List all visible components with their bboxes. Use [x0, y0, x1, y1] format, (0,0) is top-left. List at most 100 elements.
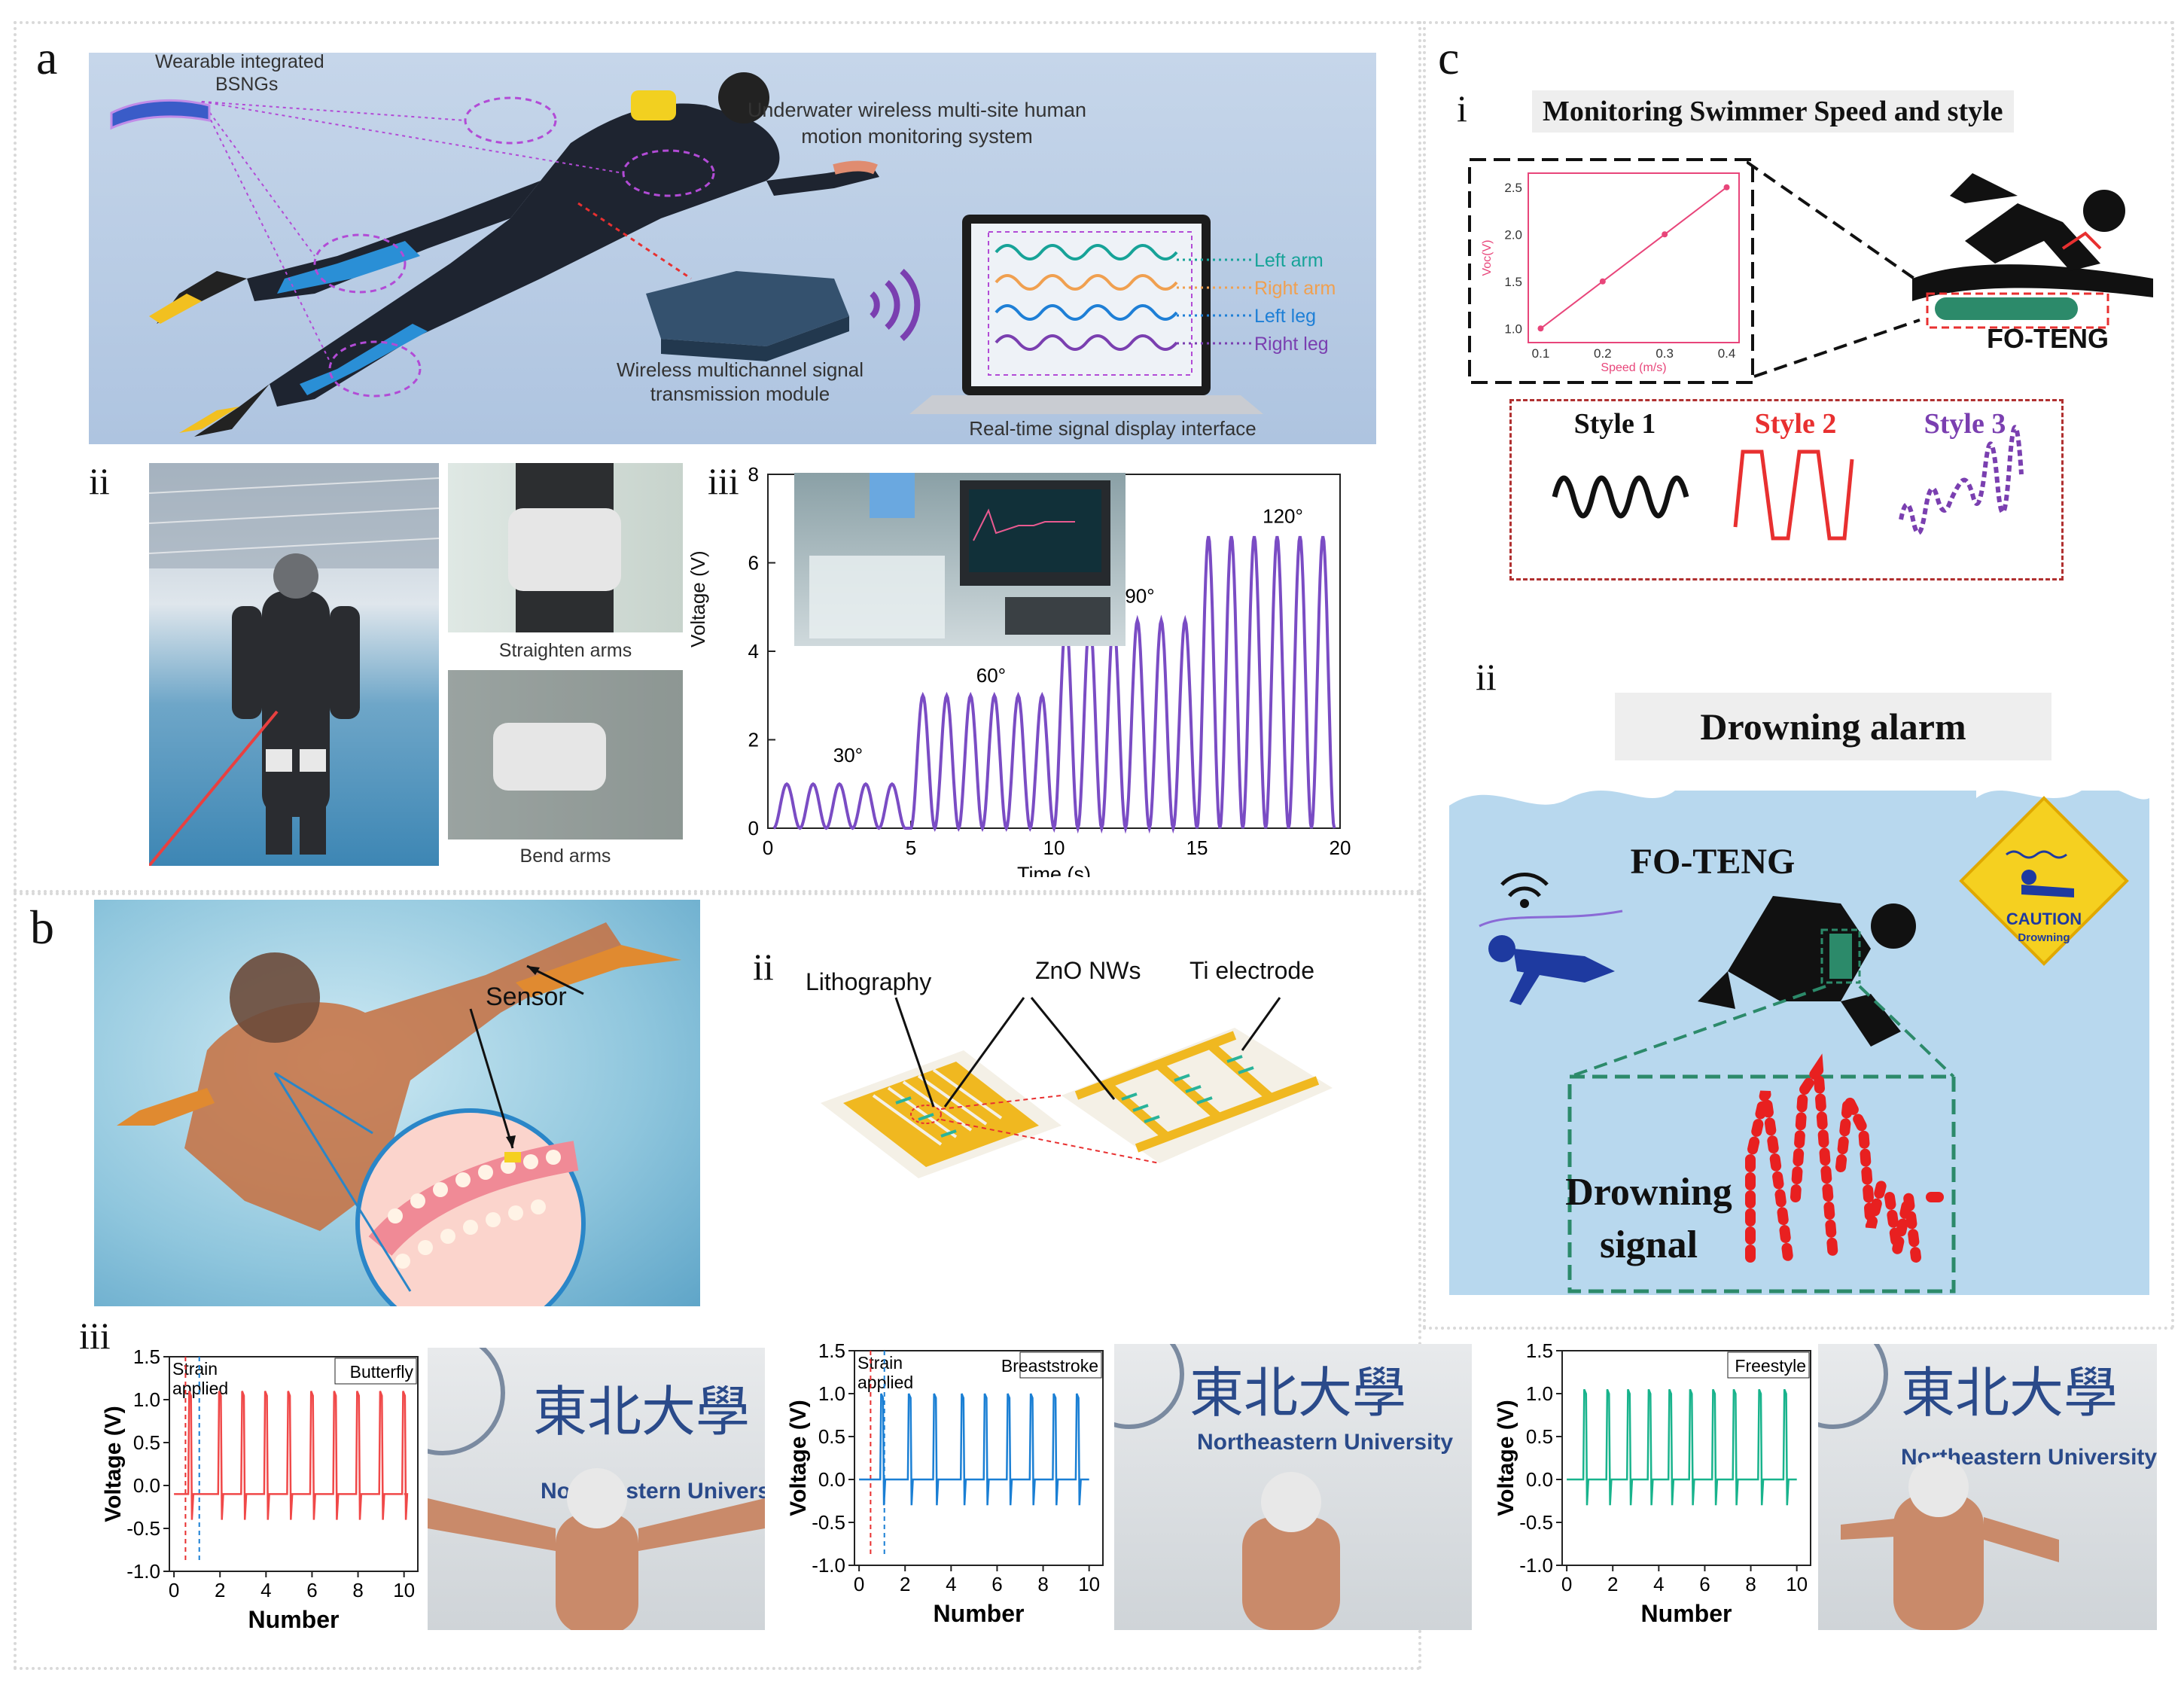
electrode-zoom [1062, 1028, 1333, 1163]
x-tick-label: 0 [1561, 1573, 1572, 1595]
angle-annotation: 120° [1263, 505, 1303, 528]
y-axis-label: Voltage (V) [786, 1400, 811, 1516]
label-system-title-2: motion monitoring system [801, 125, 1033, 148]
c-i-styles-svg: Style 1 Style 2 Style 3 [1552, 408, 2024, 541]
y-tick-label: 0.0 [1526, 1468, 1553, 1491]
angle-annotation: 60° [976, 664, 1006, 687]
stroke-name: Butterfly [350, 1362, 414, 1382]
y-tick-label: 0.0 [818, 1468, 845, 1491]
caption-straighten-arms: Straighten arms [498, 640, 632, 661]
c-i-foteng-label: FO-TENG [1987, 323, 2109, 354]
x-tick-label: 10 [1078, 1573, 1100, 1595]
data-point [1662, 231, 1668, 238]
x-tick-label: 0 [169, 1579, 179, 1601]
panel-label-a: a [36, 31, 58, 84]
x-tick-label: 0 [763, 836, 773, 859]
y-tick-label: -1.0 [126, 1560, 160, 1583]
diver-figure [149, 72, 879, 437]
stroke-name-box [334, 1357, 417, 1385]
label-module-1: Wireless multichannel signal [617, 358, 864, 381]
y-tick-label: 4 [748, 640, 759, 663]
fit-line [1540, 186, 1728, 330]
caption-bend-arms: Bend arms [519, 846, 611, 867]
transmission-module [646, 271, 849, 346]
x-tick-label: 10 [1786, 1573, 1808, 1595]
subpanel-c-i: i [1457, 87, 1467, 130]
y-tick-label: 0.5 [818, 1425, 845, 1448]
plot-frame [854, 1350, 1104, 1566]
panel-label-b: b [30, 900, 54, 954]
c-i-title: Monitoring Swimmer Speed and style [1532, 90, 2014, 133]
data-point [1599, 278, 1606, 285]
c-ii-title: Drowning alarm [1615, 693, 2051, 760]
label-module-2: transmission module [650, 382, 830, 405]
x-tick-label: 6 [991, 1573, 1002, 1595]
applied-label: applied [857, 1373, 913, 1392]
wireless-icon [870, 269, 921, 341]
x-tick-label: 0.3 [1656, 346, 1674, 361]
y-tick-label: 1.5 [1504, 275, 1522, 289]
fo-teng-swimmer [1698, 896, 1916, 1047]
lithography-chip [821, 1050, 1062, 1178]
label-wearable: Wearable integrated [155, 53, 324, 72]
a-iii-inset-photo [794, 473, 1126, 646]
x-axis-label: Number [934, 1600, 1025, 1627]
x-tick-label: 0.1 [1532, 346, 1550, 361]
y-axis-label: Voc(V) [1481, 239, 1494, 276]
label-bsngs: BSNGs [215, 74, 278, 95]
c-ii-foteng-label: FO-TENG [1631, 842, 1796, 882]
photo-straighten-arms [448, 463, 683, 632]
style-3-label: Style 3 [1924, 408, 2006, 440]
x-tick-label: 0.2 [1594, 346, 1612, 361]
x-axis-label: Speed (m/s) [1601, 361, 1666, 374]
c-ii-scene: FO-TENG CAUTION Drowning Drowning signal [1449, 775, 2149, 1295]
x-tick-label: 8 [1037, 1573, 1048, 1595]
label-ti-electrode: Ti electrode [1189, 957, 1314, 984]
y-tick-label: 2.0 [1504, 227, 1522, 242]
x-tick-label: 2 [1607, 1573, 1618, 1595]
y-tick-label: 8 [748, 463, 759, 486]
y-tick-label: -0.5 [1519, 1511, 1553, 1534]
drowning-signal-label-1: Drowning [1565, 1171, 1732, 1214]
photo-freestyle: 東北大學 Northeastern University [1818, 1344, 2157, 1630]
style-1-label: Style 1 [1574, 408, 1656, 440]
voltage-trace [174, 1391, 409, 1520]
plot-frame [169, 1356, 419, 1572]
b-i-sensor-label: Sensor [486, 983, 567, 1011]
photo-butterfly: 東北大學 Northeastern University [428, 1348, 765, 1630]
panel-a-frame [14, 21, 1421, 893]
y-axis-label: Voltage (V) [1494, 1400, 1518, 1516]
a-iii-ylabel: Voltage (V) [687, 550, 709, 648]
laptop [909, 215, 1263, 414]
y-tick-label: 1.5 [1526, 1342, 1553, 1362]
label-lithography: Lithography [806, 968, 931, 995]
univ-chinese-2: 東北大學 [1189, 1364, 1406, 1424]
y-tick-label: 1.0 [1526, 1382, 1553, 1405]
photo-breaststroke: 東北大學 Northeastern University [1114, 1344, 1472, 1630]
style-3-wave [1899, 425, 2024, 535]
x-tick-label: 15 [1186, 836, 1208, 859]
y-tick-label: 6 [748, 552, 759, 574]
inset-frame [1468, 158, 1754, 384]
stroke-name: Breaststroke [1001, 1356, 1098, 1376]
subpanel-a-ii: ii [89, 460, 110, 502]
channel-right-leg: Right leg [1254, 334, 1329, 355]
stroke-name-box [1019, 1351, 1102, 1379]
channel-left-arm: Left arm [1254, 250, 1323, 271]
angle-annotation: 30° [833, 744, 863, 766]
y-tick-label: -1.0 [1519, 1554, 1553, 1577]
x-tick-label: 8 [352, 1579, 363, 1601]
x-tick-label: 4 [260, 1579, 271, 1601]
channel-left-leg: Left leg [1254, 306, 1316, 327]
caution-sign-icon: CAUTION Drowning [1959, 796, 2129, 966]
y-tick-label: 1.0 [1504, 321, 1522, 336]
label-display: Real-time signal display interface [969, 417, 1256, 440]
photo-swimmer-standing [149, 463, 439, 866]
x-tick-label: 2 [215, 1579, 225, 1601]
subpanel-a-iii: iii [708, 460, 739, 502]
style-2-label: Style 2 [1755, 408, 1837, 440]
